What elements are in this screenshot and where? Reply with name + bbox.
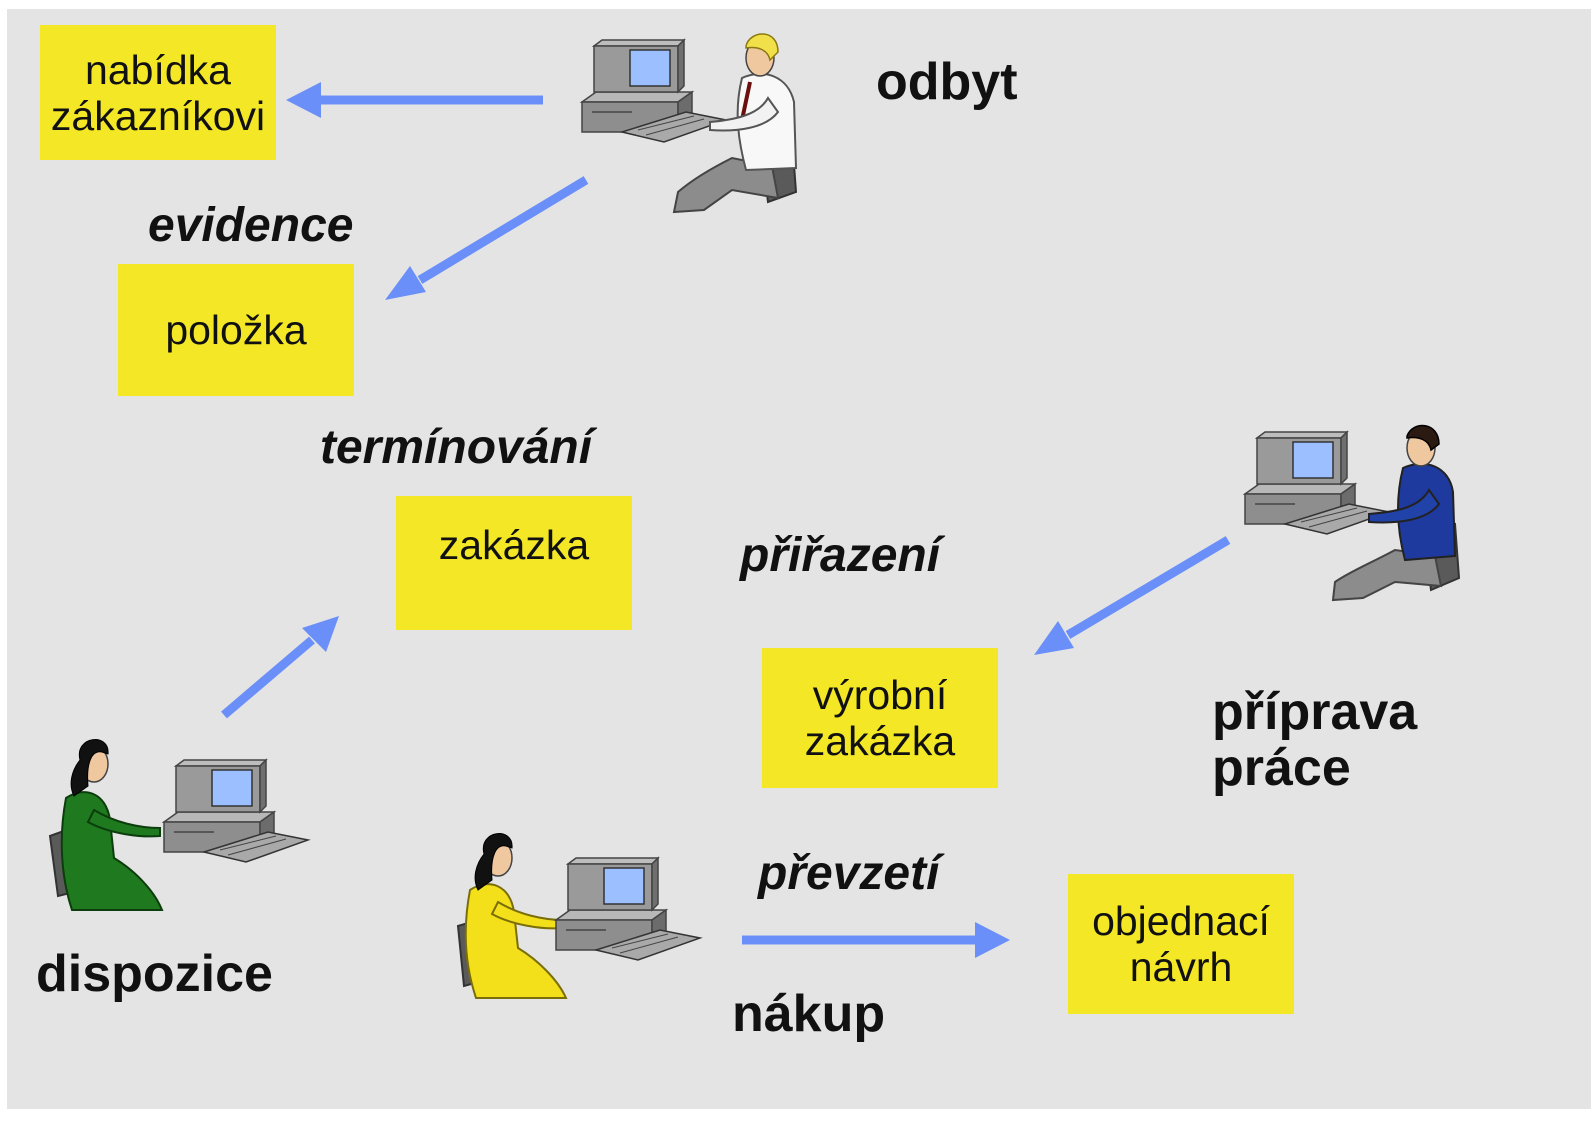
action-evidence: evidence [148,199,354,252]
arrowhead [286,82,321,118]
doc-line: výrobní [812,672,948,718]
doc-zakazka: zakázka [396,496,632,630]
arrowhead [302,616,339,652]
doc-vyrobni-zakazka: výrobní zakázka [762,648,998,788]
action-prirazeni: přiřazení [740,529,941,582]
doc-line: položka [165,307,307,353]
action-prevzeti: převzetí [758,847,940,900]
role-line: práce [1212,739,1351,797]
diagram-canvas [7,9,1591,1109]
doc-objednaci-navrh: objednací návrh [1068,874,1294,1014]
arrow-to-zakazka [221,636,315,719]
arrowhead [1034,621,1074,655]
doc-line: zákazníkovi [50,92,266,139]
doc-polozka: položka [118,264,354,396]
arrow-to-polozka [417,176,589,284]
doc-line: objednací [1092,898,1270,944]
doc-line: návrh [1129,944,1233,990]
woman-yellow-dress-at-computer-icon [456,833,701,999]
doc-line: zakázka [438,522,590,568]
role-odbyt: odbyt [876,53,1018,111]
doc-nabidka-zakaznikovi: nabídka zákazníkovi [40,25,276,160]
man-white-shirt-at-computer-icon [581,33,798,214]
flow-arrows [221,82,1231,958]
doc-line: nabídka [85,46,231,93]
woman-green-dress-at-computer-icon [48,739,309,911]
role-line: příprava [1212,683,1418,741]
man-blue-shirt-at-computer-icon [1244,424,1461,602]
arrow-to-vyrobni-zakazka [1065,536,1231,639]
action-terminovani: termínování [320,421,593,474]
role-priprava-prace: příprava práce [1212,684,1417,796]
role-dispozice: dispozice [36,945,273,1003]
role-nakup: nákup [732,985,886,1043]
arrowhead [385,266,426,300]
doc-line: zakázka [804,718,956,764]
arrowhead [975,922,1010,958]
